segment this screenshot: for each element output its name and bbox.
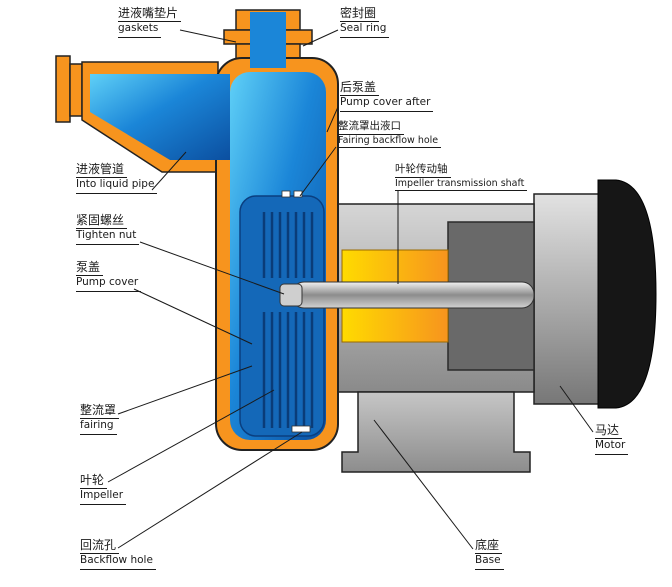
label-into-liquid-pipe-en: Into liquid pipe xyxy=(76,178,158,194)
inlet-flange-step xyxy=(69,63,83,117)
label-pump-cover: 泵盖 Pump cover xyxy=(76,260,142,292)
label-gaskets: 进液嘴垫片 gaskets xyxy=(118,6,182,38)
leader-gaskets xyxy=(179,29,237,43)
inlet-flange xyxy=(55,55,71,123)
leader-pump-cover-after xyxy=(326,106,339,133)
label-fairing: 整流罩 fairing xyxy=(80,403,120,435)
leader-backflow-hole xyxy=(117,431,303,549)
leader-impeller xyxy=(107,389,275,483)
nozzle-liquid xyxy=(250,12,286,68)
label-pump-cover-after: 后泵盖 Pump cover after xyxy=(340,80,434,112)
label-impeller-transmission-shaft-zh: 叶轮传动轴 xyxy=(395,163,451,178)
leader-lines xyxy=(107,29,594,550)
tighten-nut-part xyxy=(279,283,303,307)
leader-fairing xyxy=(117,365,253,415)
label-motor-en: Motor xyxy=(595,439,629,455)
leader-motor xyxy=(559,385,594,433)
label-backflow-hole-en: Backflow hole xyxy=(80,554,156,570)
backflow-hole xyxy=(291,425,311,433)
fairing-backflow-hole-2 xyxy=(293,190,303,198)
label-gaskets-zh: 进液嘴垫片 xyxy=(118,6,182,23)
leader-pump-cover xyxy=(133,288,253,345)
label-motor-zh: 马达 xyxy=(595,423,623,440)
label-pump-cover-after-zh: 后泵盖 xyxy=(340,80,380,97)
inlet-pipe-liquid xyxy=(90,74,230,160)
label-pump-cover-after-en: Pump cover after xyxy=(340,96,434,112)
leader-fairing-backflow-hole xyxy=(299,146,337,197)
label-into-liquid-pipe-zh: 进液管道 xyxy=(76,162,128,179)
label-pump-cover-en: Pump cover xyxy=(76,276,142,292)
label-impeller-en: Impeller xyxy=(80,489,127,505)
motor-end-cap xyxy=(597,179,657,409)
label-seal-ring: 密封圈 Seal ring xyxy=(340,6,390,38)
fairing-backflow-hole xyxy=(281,190,291,198)
label-impeller: 叶轮 Impeller xyxy=(80,473,127,505)
motor-base xyxy=(341,391,531,473)
label-gaskets-en: gaskets xyxy=(118,22,162,38)
leader-into-liquid-pipe xyxy=(151,151,187,191)
label-motor: 马达 Motor xyxy=(595,423,629,455)
label-backflow-hole: 回流孔 Backflow hole xyxy=(80,538,156,570)
label-base-en: Base xyxy=(475,554,504,570)
label-backflow-hole-zh: 回流孔 xyxy=(80,538,120,555)
label-fairing-backflow-hole-en: Fairing backflow hole xyxy=(338,135,442,149)
label-into-liquid-pipe: 进液管道 Into liquid pipe xyxy=(76,162,158,194)
label-fairing-zh: 整流罩 xyxy=(80,403,120,420)
label-seal-ring-en: Seal ring xyxy=(340,22,390,38)
transmission-shaft xyxy=(291,281,535,309)
label-pump-cover-zh: 泵盖 xyxy=(76,260,104,277)
label-impeller-transmission-shaft-en: Impeller transmission shaft xyxy=(395,178,528,192)
label-impeller-transmission-shaft: 叶轮传动轴 Impeller transmission shaft xyxy=(395,163,528,192)
label-base-zh: 底座 xyxy=(475,538,503,555)
leader-seal-ring xyxy=(302,29,339,47)
label-seal-ring-zh: 密封圈 xyxy=(340,6,380,23)
label-base: 底座 Base xyxy=(475,538,504,570)
label-tighten-nut: 紧固螺丝 Tighten nut xyxy=(76,213,140,245)
leader-tighten-nut xyxy=(139,241,285,295)
impeller-blades xyxy=(262,212,314,428)
label-tighten-nut-en: Tighten nut xyxy=(76,229,140,245)
label-fairing-backflow-hole: 整流罩出液口 Fairing backflow hole xyxy=(338,120,442,149)
label-fairing-en: fairing xyxy=(80,419,117,435)
leader-base xyxy=(373,419,474,550)
label-fairing-backflow-hole-zh: 整流罩出液口 xyxy=(338,120,404,135)
label-impeller-zh: 叶轮 xyxy=(80,473,108,490)
label-tighten-nut-zh: 紧固螺丝 xyxy=(76,213,128,230)
motor-rear-body xyxy=(533,193,601,405)
